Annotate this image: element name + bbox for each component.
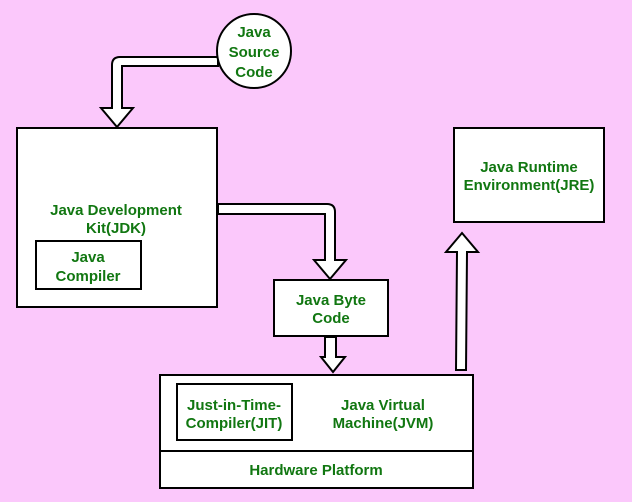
arrow-bytecode-to-jvm [318, 336, 348, 374]
jit-node: Just-in-Time- Compiler(JIT) [176, 383, 293, 441]
jre-node: Java Runtime Environment(JRE) [453, 127, 605, 223]
arrow-jvm-to-jre [443, 231, 481, 371]
compiler-label-2: Compiler [55, 268, 120, 285]
source-label-3: Code [235, 64, 273, 81]
arrow-source-to-jdk [98, 56, 219, 129]
source-label-2: Source [229, 44, 280, 61]
source-code-node: Java Source Code [216, 13, 292, 89]
hardware-label: Hardware Platform [249, 462, 382, 479]
bytecode-label-1: Java Byte [296, 292, 366, 309]
compiler-label-1: Java [71, 249, 105, 266]
jit-label-1: Just-in-Time- [187, 397, 281, 414]
jdk-label-2: Kit(JDK) [86, 220, 146, 237]
compiler-node: Java Compiler [35, 240, 142, 290]
jvm-label-1: Java Virtual [341, 397, 425, 414]
jvm-label-2: Machine(JVM) [333, 415, 434, 432]
jre-label-1: Java Runtime [480, 159, 578, 176]
arrow-jdk-to-bytecode [217, 203, 349, 281]
jdk-label-1: Java Development [50, 202, 182, 219]
jre-label-2: Environment(JRE) [464, 177, 595, 194]
bytecode-label-2: Code [312, 310, 350, 327]
bytecode-node: Java Byte Code [273, 279, 389, 337]
jit-label-2: Compiler(JIT) [186, 415, 283, 432]
source-label-1: Java [237, 24, 271, 41]
